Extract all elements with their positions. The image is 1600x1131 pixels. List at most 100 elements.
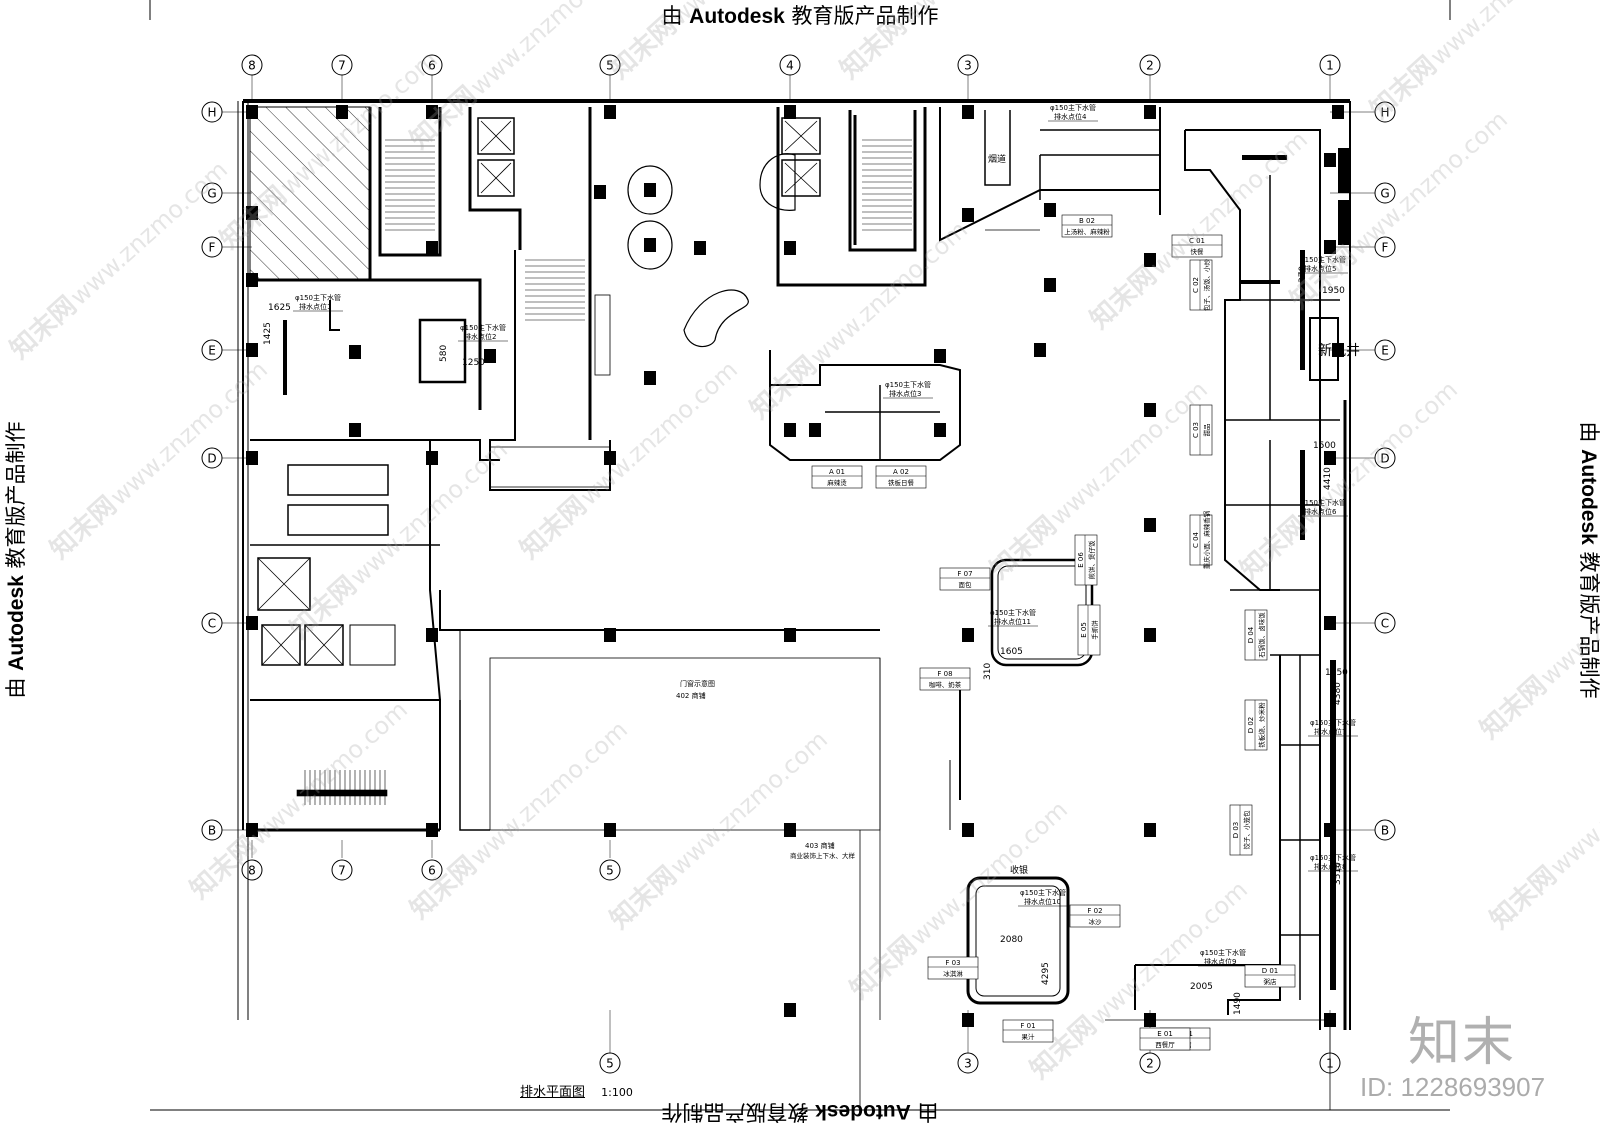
grid-row-right-G-label: G	[1380, 187, 1389, 201]
stairs	[296, 139, 912, 805]
watermark-site: www.znzmo.com	[1045, 375, 1213, 530]
watermark-brand: 知末网	[45, 491, 123, 565]
grid-col-mid-6: 6	[421, 859, 443, 881]
column-17	[1324, 240, 1336, 254]
column-34	[1324, 451, 1336, 465]
column-7	[962, 105, 974, 119]
dimension-5: 310	[983, 663, 993, 680]
grid-col-top-7: 7	[331, 54, 353, 76]
column-8	[1144, 105, 1156, 119]
room-tag-code: E 01	[1157, 1030, 1173, 1038]
column-4	[426, 105, 438, 119]
room-tag-code: D 03	[1232, 822, 1240, 839]
grid-col-mid-6-circle	[421, 859, 443, 881]
wall-pier-5	[1242, 155, 1287, 160]
grid-row-right-H-circle	[1374, 101, 1396, 123]
dimension-3: 1250	[462, 358, 485, 368]
column-20	[484, 349, 496, 363]
room-tag-name: 面包	[959, 580, 973, 589]
grid-row-right-E: E	[1374, 339, 1396, 361]
column-11	[594, 185, 606, 199]
room-tag-code: C 02	[1192, 277, 1200, 293]
room-tag-name: 冰沙	[1089, 917, 1103, 926]
drain-point-text: 排水点位6	[1304, 507, 1337, 516]
grid-row-left-G-label: G	[207, 187, 216, 201]
watermark-brand: 知末网	[1475, 671, 1553, 745]
room-tag-code: F 07	[957, 570, 972, 578]
column-54	[694, 241, 706, 255]
column-13	[962, 208, 974, 222]
wall-pier-6	[1240, 280, 1280, 284]
drain-pipe-text: φ150主下水管	[1050, 103, 1096, 112]
column-32	[934, 349, 946, 363]
drain-point-text: 排水点位8	[1314, 862, 1346, 871]
edition-banner-top: 由 Autodesk 教育版产品制作	[661, 4, 939, 28]
watermark-brand: 知末网	[1485, 861, 1563, 935]
room-tag-name: 咖啡、奶茶	[929, 680, 962, 689]
column-51	[1144, 1013, 1156, 1027]
interior-walls	[250, 107, 1340, 1030]
watermark-site: www.znzmo.com	[905, 795, 1073, 950]
grid-col-mid-7: 7	[331, 859, 353, 881]
watermark-brand: 知末网	[1235, 511, 1313, 585]
grid-row-right-E-circle	[1374, 339, 1396, 361]
drain-point-text: 排水点位2	[464, 332, 496, 341]
grid-row-left-C-circle	[201, 612, 223, 634]
grid-row-left-H-circle	[201, 101, 223, 123]
watermark-site: www.znzmo.com	[895, 0, 1063, 31]
column-42	[246, 823, 258, 837]
drain-pipe-text: φ150主下水管	[295, 293, 341, 302]
grid-col-mid-6-label: 6	[428, 864, 436, 878]
wall-pier-3	[1300, 450, 1305, 540]
room-tag-name: 饺子、小笼包	[1242, 810, 1251, 850]
grid-row-right-B: B	[1374, 819, 1396, 841]
grid-row-right-D: D	[1374, 447, 1396, 469]
grid-col-top-1: 1	[1319, 54, 1341, 76]
watermark-site: www.znzmo.com	[575, 355, 743, 510]
column-30	[604, 451, 616, 465]
grid-row-right-F-label: F	[1382, 241, 1389, 255]
column-56	[934, 423, 946, 437]
grid-row-right-D-circle	[1374, 447, 1396, 469]
column-43	[426, 823, 438, 837]
watermark-brand: 知末网	[845, 931, 923, 1005]
column-12	[784, 241, 796, 255]
thin-outlines	[489, 229, 1331, 1110]
column-3	[336, 105, 348, 119]
grid-col-top-6: 6	[421, 54, 443, 76]
dimension-9: 1490	[1233, 992, 1243, 1015]
column-28	[349, 423, 361, 437]
column-46	[962, 823, 974, 837]
grid-col-top-8-circle	[241, 54, 263, 76]
dimension-16: 3510	[1333, 862, 1343, 885]
column-38	[784, 628, 796, 642]
room-tag-code: E 05	[1080, 622, 1088, 638]
grid-row-right-C-circle	[1374, 612, 1396, 634]
drain-pipe-text: φ150主下水管	[1020, 888, 1066, 897]
watermark-site: www.znzmo.com	[805, 215, 973, 370]
room-tag-name: 重庆小面、麻辣香锅	[1202, 510, 1211, 569]
watermark-site: www.znzmo.com	[1345, 105, 1513, 260]
dimension-13: 4410	[1323, 467, 1333, 490]
dimension-4: 1605	[1000, 647, 1023, 657]
grid-row-left-C: C	[201, 612, 223, 634]
column-6	[784, 105, 796, 119]
